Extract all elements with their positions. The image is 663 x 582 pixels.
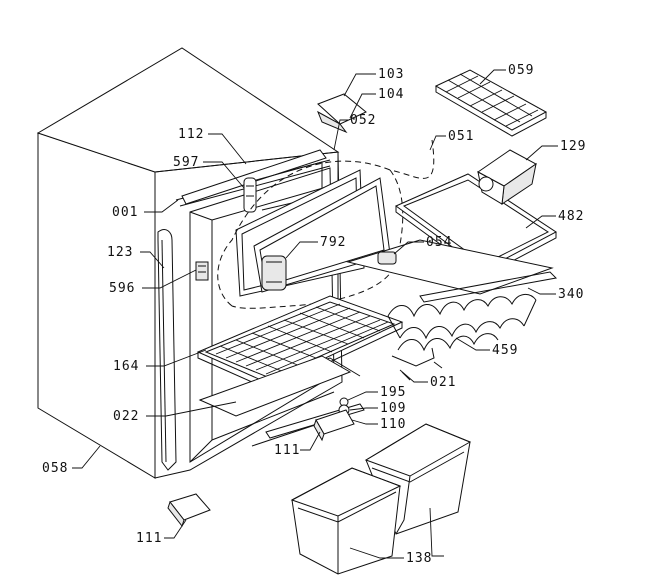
callout-340: 340 xyxy=(558,287,584,302)
lower-hinge xyxy=(313,397,355,442)
callout-059: 059 xyxy=(508,63,534,78)
callout-103: 103 xyxy=(378,67,404,82)
callout-792: 792 xyxy=(320,235,346,250)
callout-052: 052 xyxy=(350,113,376,128)
freezer-zone-outline xyxy=(217,139,435,309)
callout-021: 021 xyxy=(430,375,456,390)
crisper-drawer-front xyxy=(290,467,402,575)
clip-054 xyxy=(377,251,397,265)
callout-164: 164 xyxy=(113,359,139,374)
callout-123: 123 xyxy=(107,245,133,260)
cabinet-body xyxy=(36,47,365,479)
callout-111-loose: 111 xyxy=(136,531,162,546)
callout-129: 129 xyxy=(560,139,586,154)
callout-051: 051 xyxy=(448,129,474,144)
callout-109: 109 xyxy=(380,401,406,416)
bottle-rack xyxy=(346,239,558,381)
leader-lines xyxy=(72,69,558,559)
freezer-compartment xyxy=(235,169,391,297)
callout-001: 001 xyxy=(112,205,138,220)
callout-112: 112 xyxy=(178,127,204,142)
callout-195: 195 xyxy=(380,385,406,400)
callout-482: 482 xyxy=(558,209,584,224)
callout-459: 459 xyxy=(492,343,518,358)
callout-058: 058 xyxy=(42,461,68,476)
callout-labels: 103 104 059 112 052 051 597 129 001 792 … xyxy=(42,63,586,566)
callout-022: 022 xyxy=(113,409,139,424)
callout-054: 054 xyxy=(426,235,452,250)
callout-110: 110 xyxy=(380,417,406,432)
crisper-cover xyxy=(198,355,352,417)
loose-hinge-111 xyxy=(167,493,211,528)
callout-138: 138 xyxy=(406,551,432,566)
callout-111-hinge: 111 xyxy=(274,443,300,458)
callout-596: 596 xyxy=(109,281,135,296)
ice-box xyxy=(477,149,537,206)
callout-597: 597 xyxy=(173,155,199,170)
callout-104: 104 xyxy=(378,87,404,102)
ice-tray xyxy=(434,69,548,137)
